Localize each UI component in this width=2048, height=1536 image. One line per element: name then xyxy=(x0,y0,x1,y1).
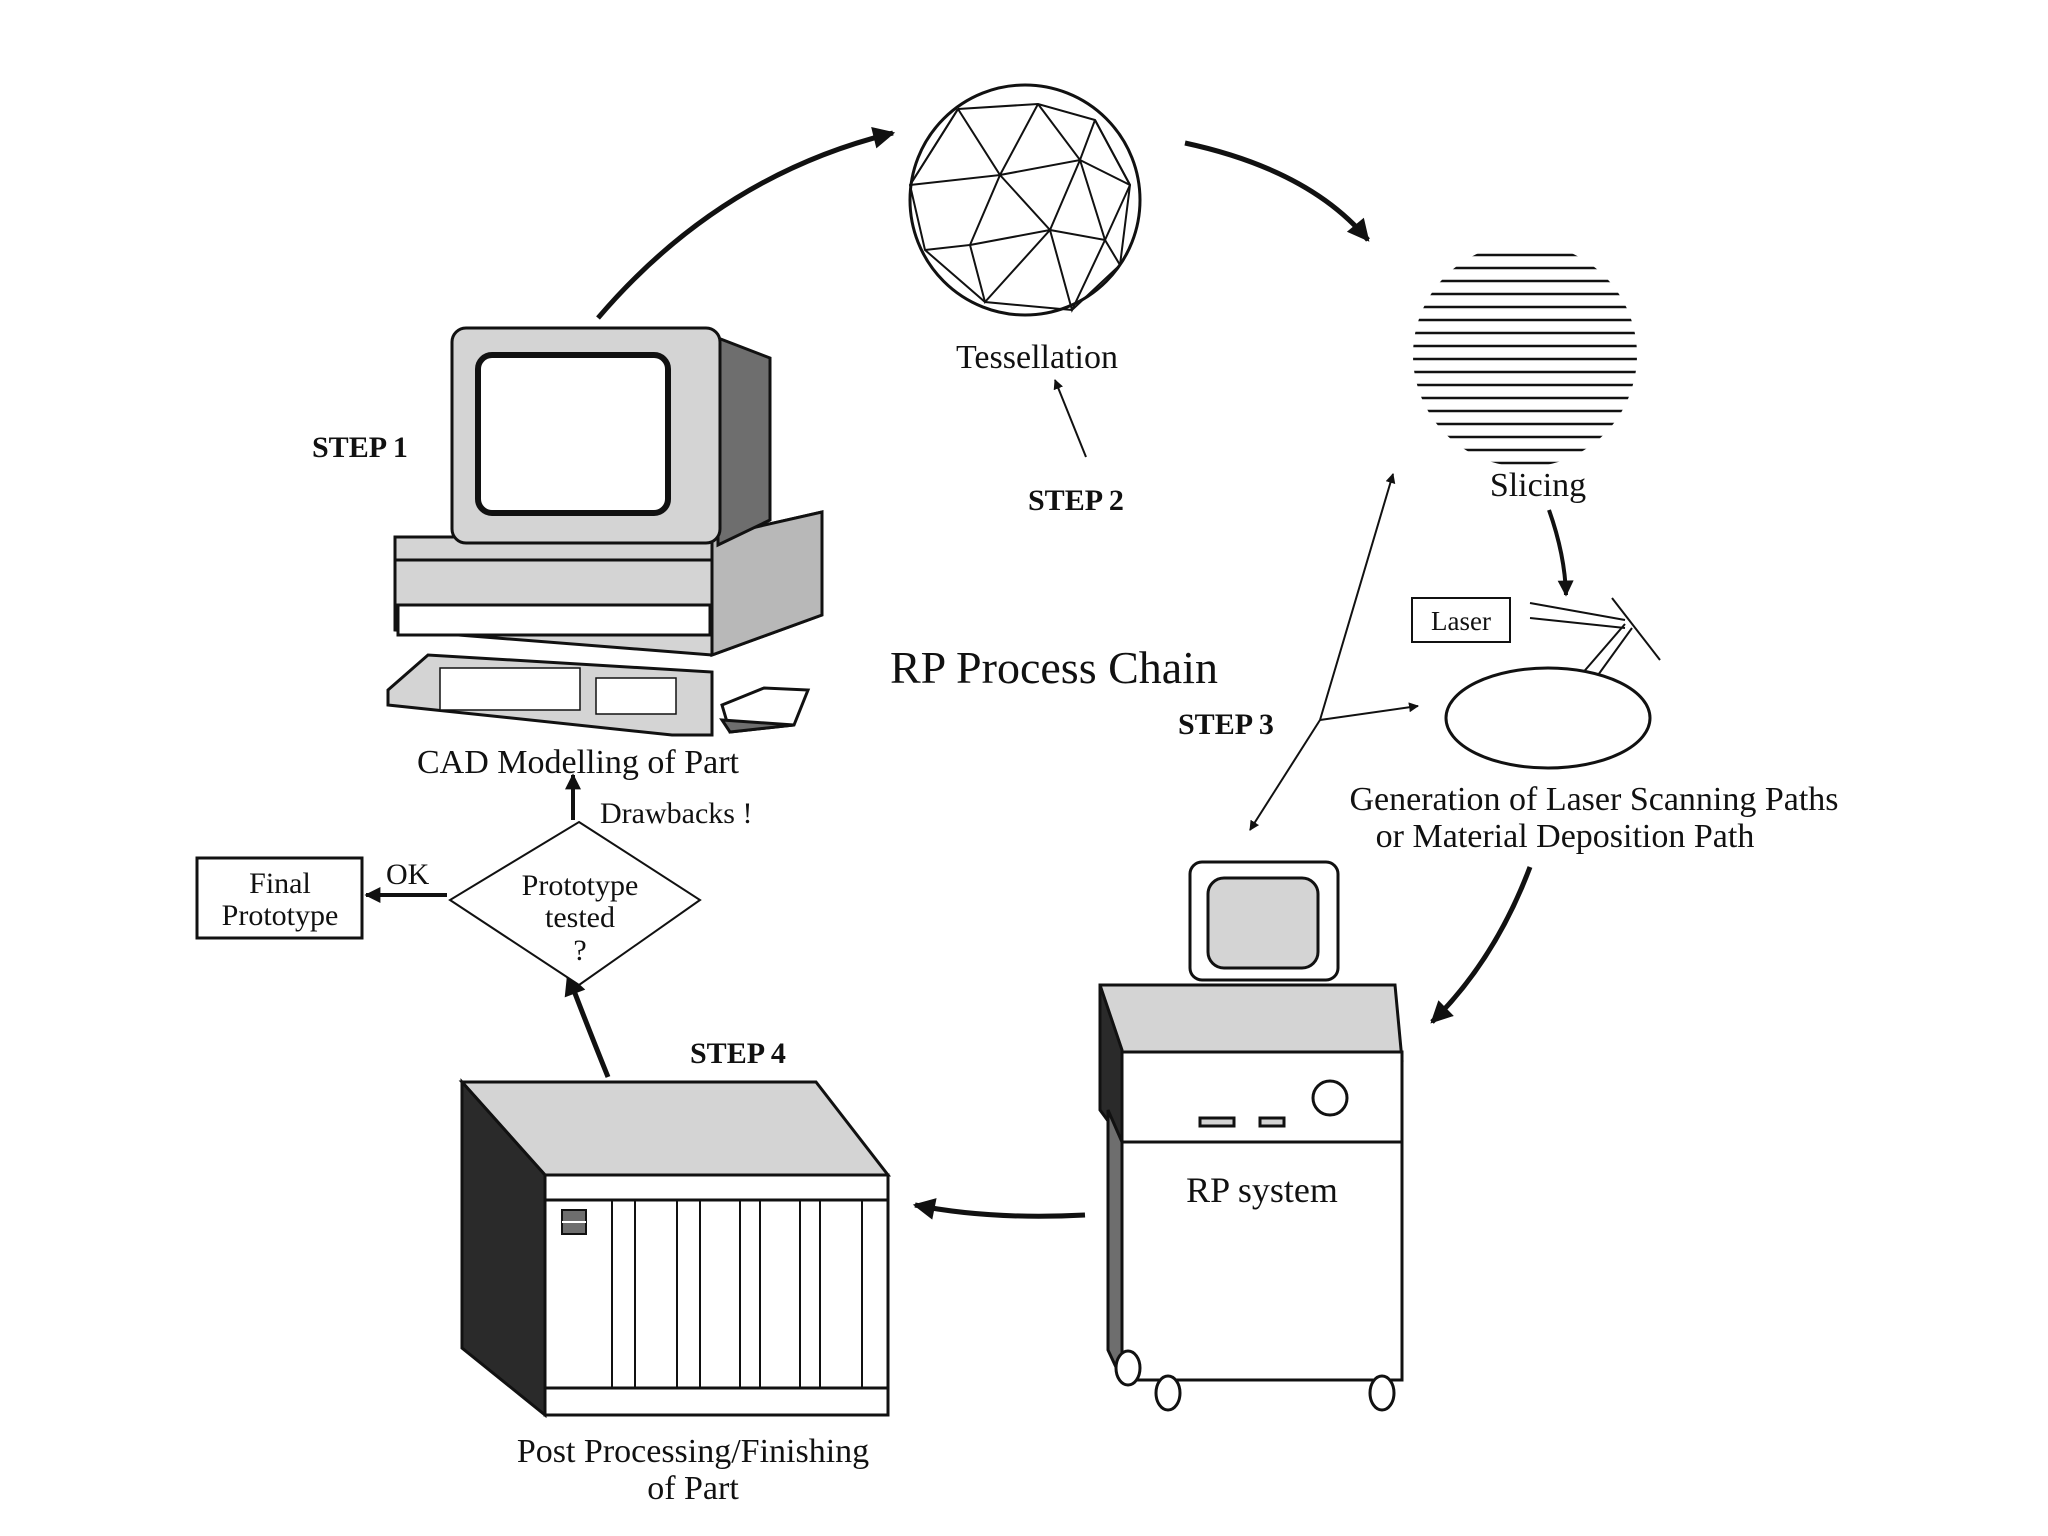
decision-label-line2: tested xyxy=(545,901,615,934)
rp-system-machine-icon xyxy=(1098,860,1404,1412)
step4-label: STEP 4 xyxy=(690,1037,786,1070)
final-prototype-line2: Prototype xyxy=(222,899,339,932)
arrow-tessellation-to-slicing xyxy=(1184,140,1370,242)
tessellation-sphere-icon xyxy=(908,83,1142,317)
diagram-title: RP Process Chain xyxy=(890,642,1218,693)
step3-arrow-to-rp-system xyxy=(1249,719,1321,831)
decision-label-line3: ? xyxy=(573,934,586,967)
arrow-generation-to-rp-system xyxy=(1430,866,1533,1024)
cad-computer-icon xyxy=(386,326,824,737)
laser-box xyxy=(1411,597,1511,643)
step1-label: STEP 1 xyxy=(312,431,408,464)
generation-label-line2: or Material Deposition Path xyxy=(1376,818,1755,855)
tessellation-label: Tessellation xyxy=(956,339,1118,376)
arrow-rp-system-to-post xyxy=(912,1198,1086,1220)
drawbacks-label: Drawbacks ! xyxy=(600,797,752,830)
post-processing-label-line1: Post Processing/Finishing xyxy=(517,1433,869,1470)
arrow-cad-to-tessellation xyxy=(596,126,896,320)
build-platform-ellipse xyxy=(1444,666,1652,770)
decision-diamond xyxy=(448,820,702,987)
step3-label: STEP 3 xyxy=(1178,708,1274,741)
slicing-label: Slicing xyxy=(1490,467,1586,504)
post-processing-cabinet-icon xyxy=(458,1078,892,1419)
step3-arrow-to-slicing xyxy=(1319,473,1396,721)
arrow-post-to-decision xyxy=(564,972,611,1078)
laser-label: Laser xyxy=(1431,606,1491,636)
ok-label: OK xyxy=(386,858,430,891)
decision-label-line1: Prototype xyxy=(522,869,639,902)
step2-label: STEP 2 xyxy=(1028,484,1124,517)
rp-system-label: RP system xyxy=(1186,1170,1338,1210)
arrow-slicing-to-laser xyxy=(1547,509,1574,597)
final-prototype-box xyxy=(195,856,364,940)
step2-arrow xyxy=(1053,379,1087,458)
sliced-sphere-icon xyxy=(1413,253,1637,465)
final-prototype-line1: Final xyxy=(249,867,311,900)
generation-label-line1: Generation of Laser Scanning Paths xyxy=(1349,781,1838,818)
step3-arrow-to-generation xyxy=(1319,702,1419,721)
post-processing-label-line2: of Part xyxy=(647,1470,739,1507)
cad-modelling-label: CAD Modelling of Part xyxy=(417,744,740,781)
